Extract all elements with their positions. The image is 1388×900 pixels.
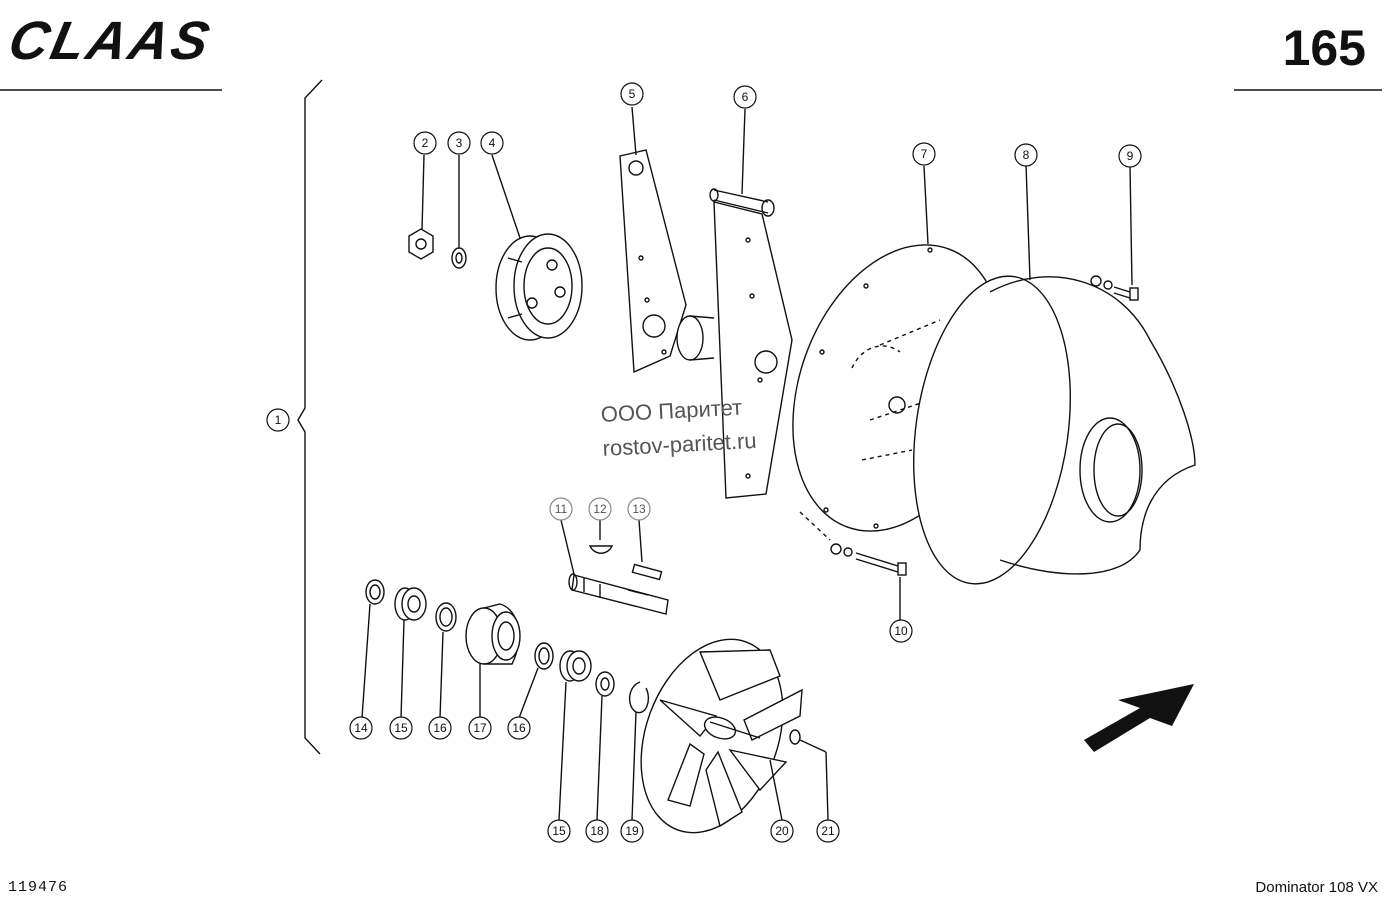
hex-nut [408,154,434,260]
callout-7: 7 [912,142,936,166]
callout-21: 21 [816,819,840,843]
callout-15a: 15 [389,716,413,740]
callout-4: 4 [480,131,504,155]
callout-16a: 16 [428,716,452,740]
callout-5: 5 [620,82,644,106]
belt-pulley [491,154,583,341]
drawing-number: 119476 [8,879,69,896]
retaining-clip [629,681,650,821]
svg-text:16: 16 [433,721,447,735]
callout-18: 18 [585,819,609,843]
drive-shaft [560,519,669,615]
assembly-bracket [297,79,323,755]
svg-text:13: 13 [632,502,646,516]
svg-text:18: 18 [590,824,604,838]
snap-ring-right [518,642,554,719]
svg-text:4: 4 [489,136,496,150]
callout-10: 10 [889,619,913,643]
callout-13: 13 [627,497,651,521]
callout-6: 6 [733,85,757,109]
svg-text:11: 11 [555,502,568,516]
callouts: 1 2 3 4 5 6 7 8 9 10 11 12 13 14 15 16 1… [266,82,1142,843]
callout-3: 3 [447,131,471,155]
svg-text:5: 5 [629,87,636,101]
direction-arrow [1084,684,1194,752]
callout-12: 12 [588,497,612,521]
hub [676,315,715,361]
svg-text:6: 6 [742,90,749,104]
fan-impeller [640,638,803,834]
ball-bearing-right [558,650,592,821]
callout-15b: 15 [547,819,571,843]
callout-16b: 16 [507,716,531,740]
watermark: ООО Паритет rostov-paritet.ru [600,390,757,466]
page-number: 165 [1282,20,1366,76]
svg-text:16: 16 [512,721,526,735]
svg-text:9: 9 [1127,149,1134,163]
circlip-left [361,579,385,719]
svg-text:2: 2 [422,136,429,150]
callout-19: 19 [620,819,644,843]
flat-washer [595,671,615,821]
long-bolt [799,511,907,620]
fan-housing [913,163,1196,585]
svg-text:7: 7 [921,147,928,161]
model-name: Dominator 108 VX [1255,879,1378,896]
callout-2: 2 [413,131,437,155]
support-bracket [709,108,793,499]
parallel-key [631,519,663,581]
woodruff-key [588,519,614,554]
svg-text:3: 3 [456,136,463,150]
svg-text:20: 20 [775,824,789,838]
svg-text:15: 15 [394,721,408,735]
svg-text:10: 10 [894,624,908,638]
svg-text:21: 21 [821,824,835,838]
snap-ring-left [435,602,457,719]
callout-14: 14 [349,716,373,740]
svg-text:19: 19 [625,824,639,838]
callout-8: 8 [1014,143,1038,167]
ball-bearing-left [394,587,427,719]
svg-text:8: 8 [1023,148,1030,162]
bearing-housing [465,603,521,718]
svg-text:12: 12 [593,502,607,516]
callout-9: 9 [1118,144,1142,168]
callout-1: 1 [266,408,290,432]
svg-text:15: 15 [552,824,566,838]
callout-11: 11 [549,497,573,521]
washer [451,155,467,269]
svg-text:17: 17 [473,721,487,735]
svg-text:1: 1 [275,413,282,427]
bearing-plate [619,106,687,374]
callout-20: 20 [770,819,794,843]
svg-text:14: 14 [354,721,368,735]
set-screw [789,729,829,821]
callout-17: 17 [468,716,492,740]
housing-bolt [1090,165,1139,301]
